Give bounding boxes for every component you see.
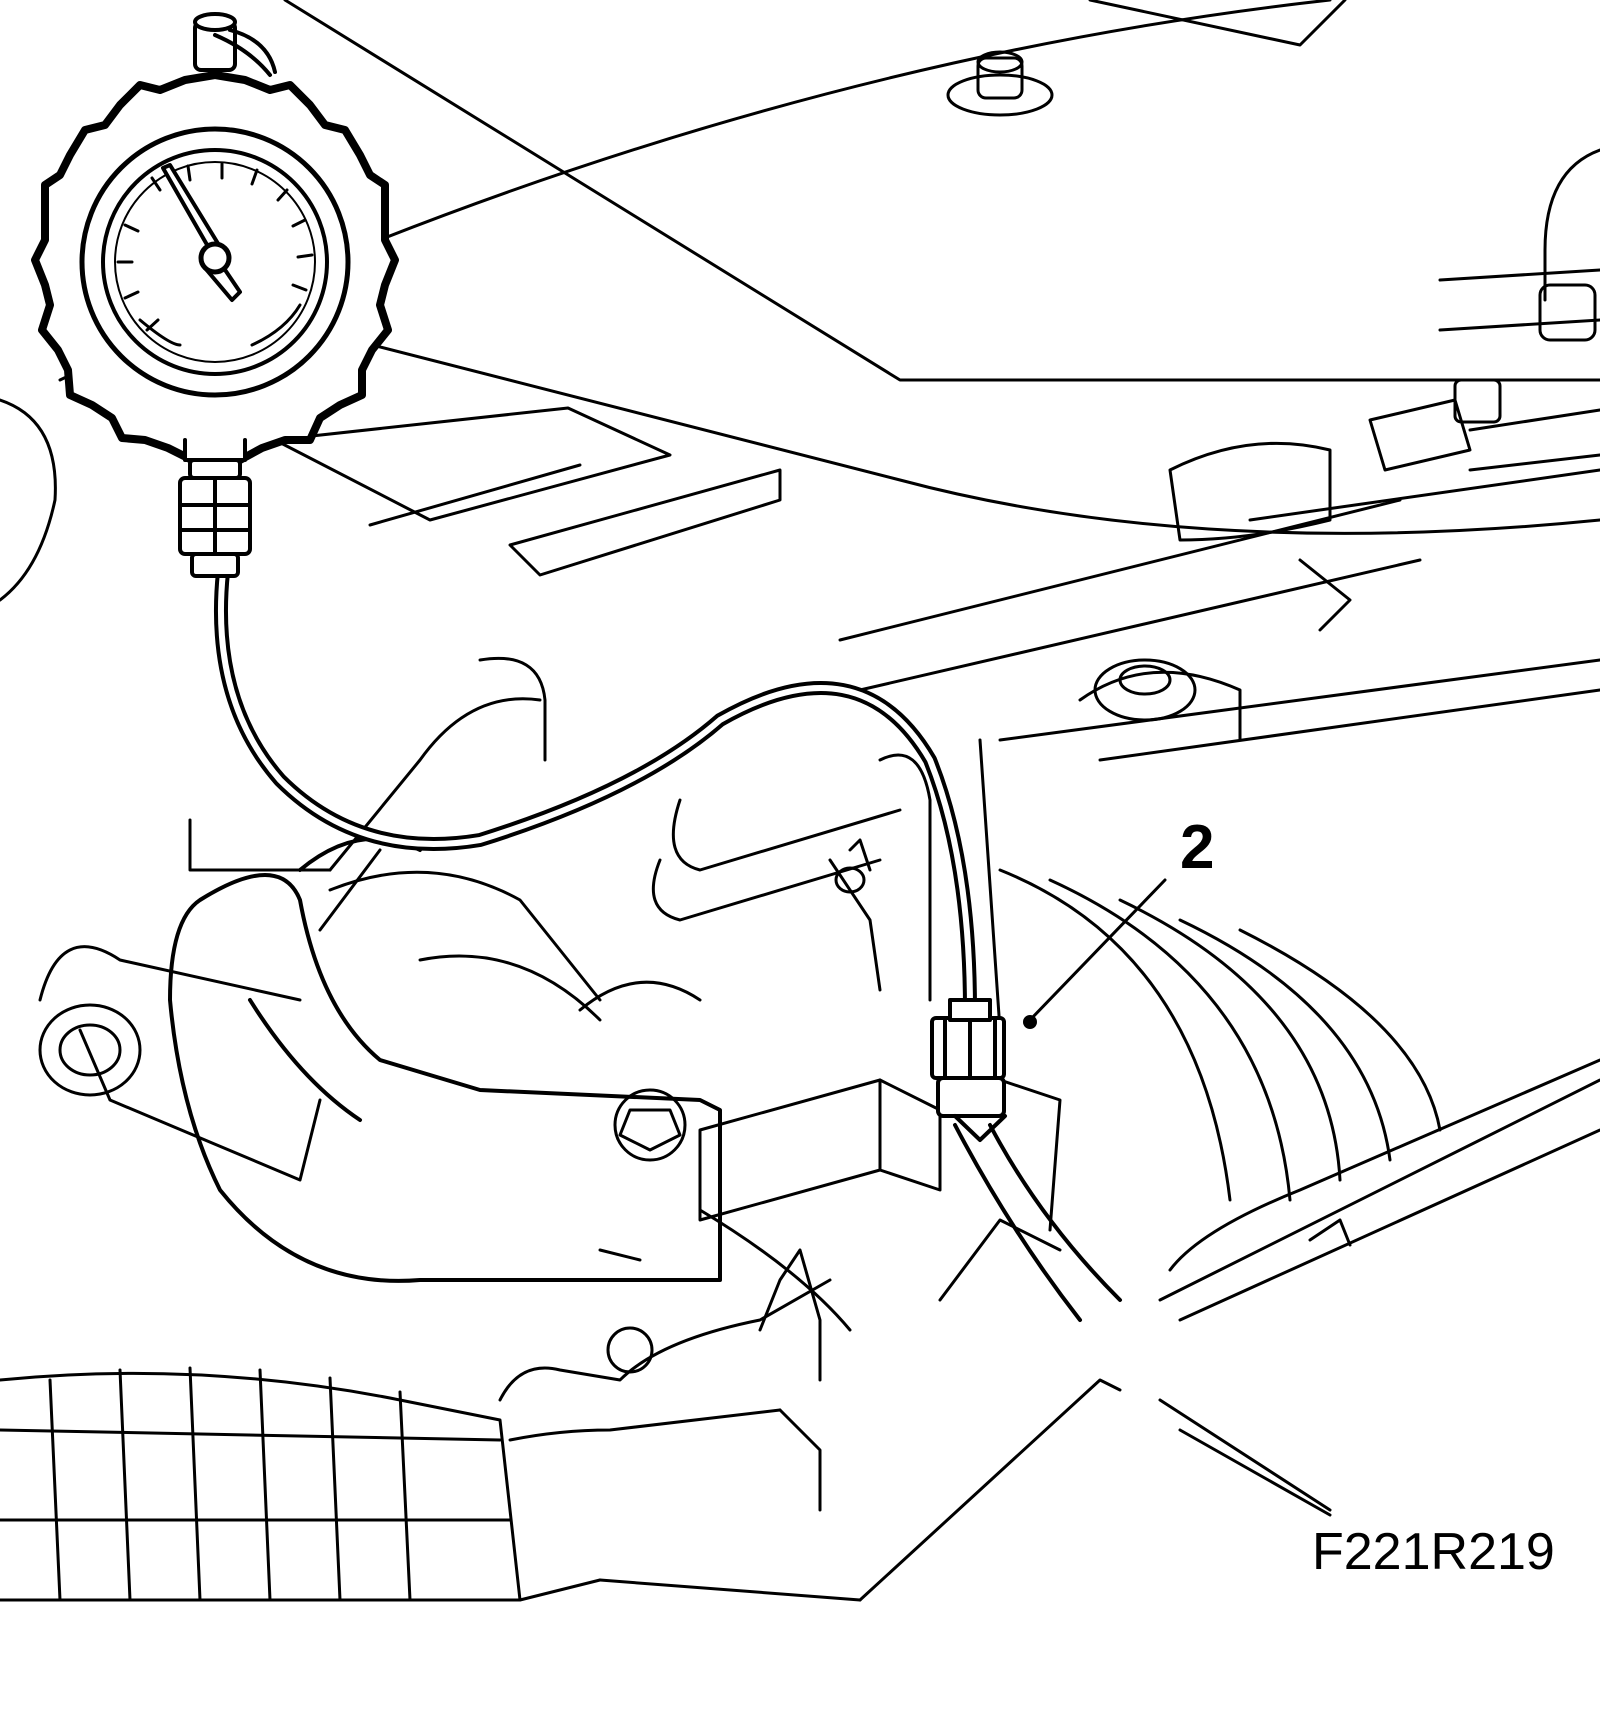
callout-number-label: 2 — [1180, 813, 1215, 882]
figure-code-leader — [1178, 1428, 1332, 1517]
hose-fitting-icon — [930, 998, 1122, 1322]
engine-bay-background — [0, 0, 1600, 1602]
pressure-gauge-icon — [31, 12, 399, 578]
figure-code-label: F221R219 — [1312, 1523, 1555, 1581]
gauge-needle-icon — [161, 163, 242, 302]
foreground-hose — [168, 836, 722, 1283]
gauge-hose — [214, 565, 977, 1017]
callout-leader — [1023, 878, 1167, 1029]
